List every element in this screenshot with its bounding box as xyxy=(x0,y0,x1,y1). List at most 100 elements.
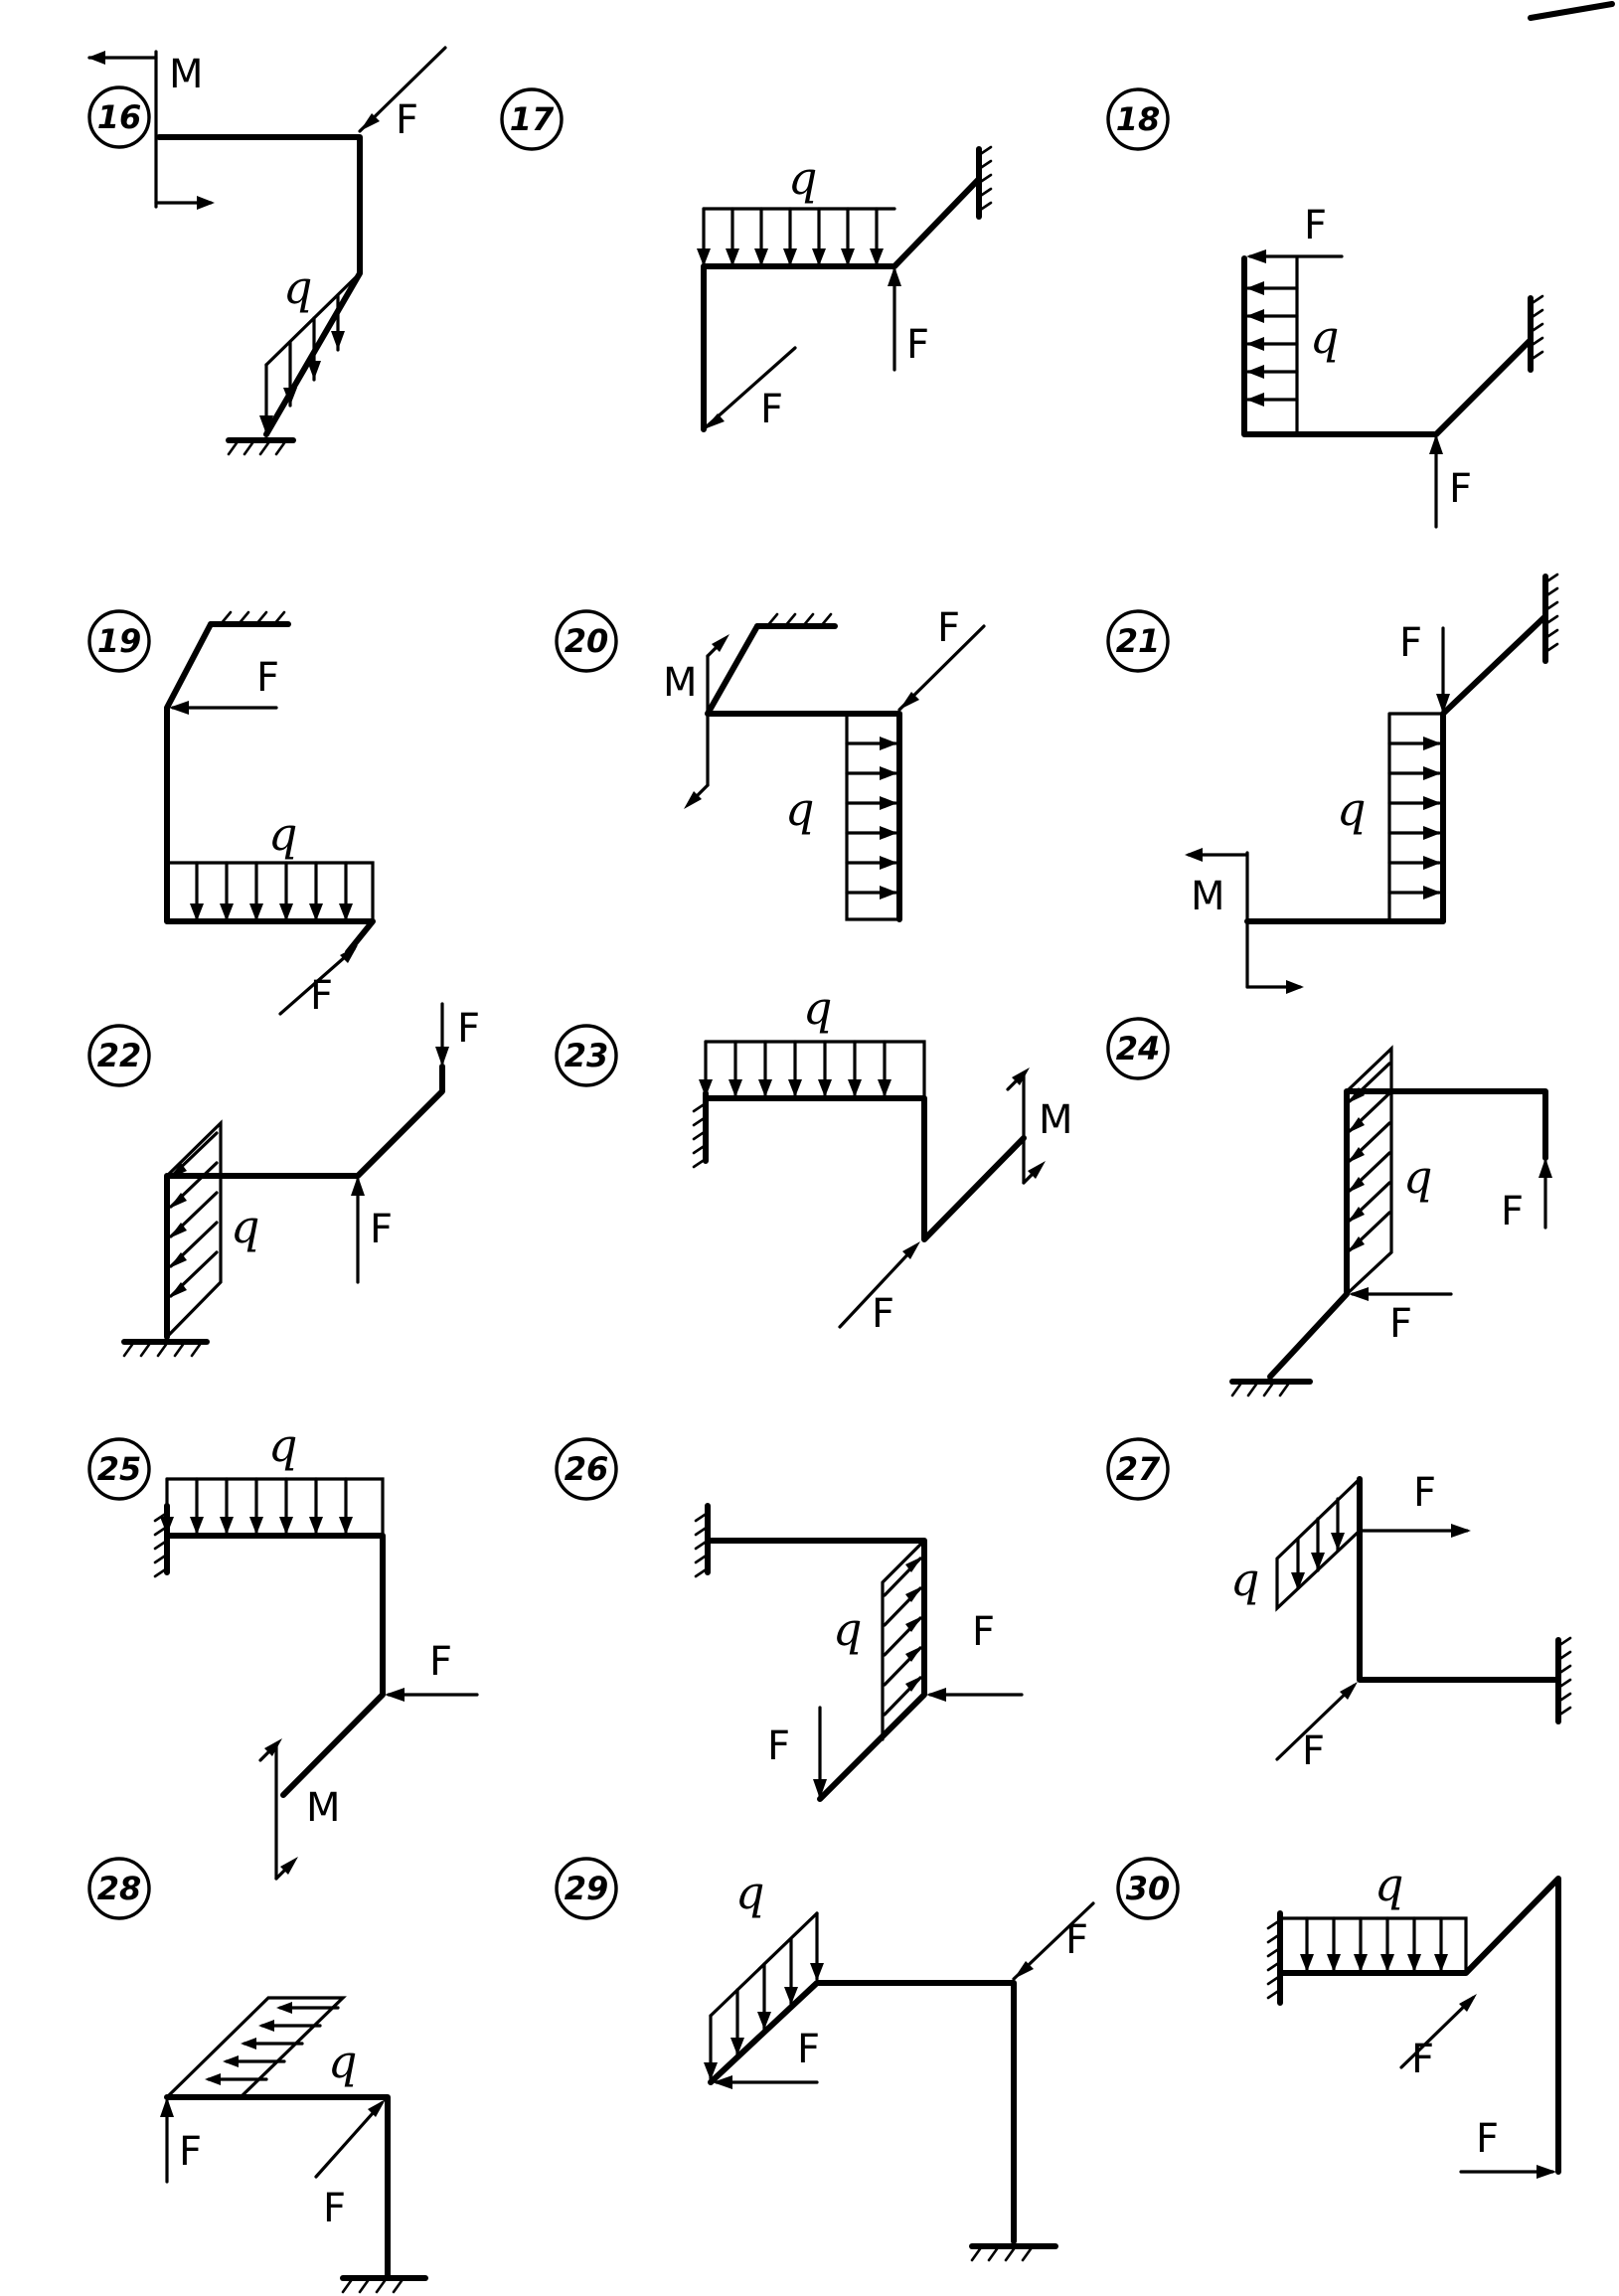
diagram-28: 28 q F F xyxy=(87,1857,428,2294)
label-F: F xyxy=(972,1609,995,1655)
diagram-number-circle xyxy=(87,85,151,149)
label-q: q xyxy=(268,1418,297,1472)
force-arrow xyxy=(314,2101,384,2179)
load-envelope xyxy=(165,1119,223,1339)
label-q: q xyxy=(1403,1150,1432,1204)
ground-hatch xyxy=(122,1340,204,1358)
diagram-30: 30 q F F xyxy=(1116,1857,1561,2179)
label-F: F xyxy=(872,1291,894,1337)
diagram-number-circle xyxy=(87,1437,151,1501)
label-F: F xyxy=(1413,1470,1436,1516)
label-F: F xyxy=(1399,620,1422,666)
label-F: F xyxy=(429,1639,452,1685)
diagram-22: 22 q F F xyxy=(87,1002,480,1358)
load-arrows xyxy=(207,2006,340,2081)
label-q: q xyxy=(1310,310,1339,364)
label-F: F xyxy=(1501,1189,1524,1234)
frame xyxy=(708,1980,1017,2244)
load-arrows xyxy=(883,1557,922,1717)
diagram-19: 19 q F F xyxy=(87,609,376,1019)
label-q: q xyxy=(1337,782,1366,836)
load-arrows xyxy=(264,293,340,436)
label-q: q xyxy=(788,151,817,205)
label-F: F xyxy=(256,655,279,701)
diagram-number: 26 xyxy=(565,1450,609,1488)
frame xyxy=(156,134,363,437)
label-q: q xyxy=(833,1602,862,1656)
ground-hatch xyxy=(227,438,288,456)
load-arrows xyxy=(845,741,897,895)
label-F: F xyxy=(457,1006,480,1052)
label-F: F xyxy=(310,973,333,1019)
diagram-number: 22 xyxy=(97,1037,142,1074)
diagram-number: 23 xyxy=(565,1037,609,1074)
label-F: F xyxy=(937,605,960,651)
diagram-16: 16 q F M xyxy=(87,46,447,456)
frame xyxy=(705,623,902,922)
ground-hatch xyxy=(970,2244,1035,2262)
label-F: F xyxy=(767,1723,790,1769)
load-envelope xyxy=(1345,1045,1393,1296)
frame xyxy=(164,621,376,955)
diagram-number: 16 xyxy=(97,98,142,136)
load-arrows xyxy=(195,861,348,923)
wall-hatch xyxy=(1543,573,1559,654)
wall-hatch xyxy=(692,1101,708,1169)
load-arrows xyxy=(169,1131,219,1298)
diagram-number-circle xyxy=(555,1857,618,1920)
diagram-number-circle xyxy=(87,1024,151,1087)
label-q: q xyxy=(1375,1858,1403,1911)
diagram-27: 27 q F F xyxy=(1106,1437,1572,1774)
load-arrows xyxy=(702,207,879,268)
diagram-number-circle xyxy=(555,1024,618,1087)
label-F: F xyxy=(797,2027,820,2072)
frame xyxy=(703,1090,1027,1242)
ceiling-hatch xyxy=(219,610,286,626)
diagram-number: 25 xyxy=(97,1450,142,1488)
label-F: F xyxy=(1476,2116,1499,2162)
load-envelope xyxy=(704,1040,926,1100)
label-F: F xyxy=(1389,1301,1412,1347)
label-F: F xyxy=(906,322,929,368)
corner-mark xyxy=(1528,1,1615,21)
label-q: q xyxy=(735,1866,764,1919)
diagram-number-circle xyxy=(87,609,151,673)
load-arrows xyxy=(165,1477,348,1534)
label-M: M xyxy=(169,52,204,97)
frame xyxy=(1357,1476,1561,1683)
diagram-number: 18 xyxy=(1116,100,1161,138)
diagram-number: 29 xyxy=(565,1870,609,1907)
load-envelope xyxy=(165,1477,385,1538)
label-F: F xyxy=(396,97,418,143)
force-arrow xyxy=(1399,1996,1475,2069)
diagram-number-circle xyxy=(555,1437,618,1501)
diagram-18: 18 q F F xyxy=(1106,87,1544,529)
load-arrows xyxy=(1305,1916,1443,1971)
diagram-number-circle xyxy=(500,87,564,151)
diagram-number: 27 xyxy=(1116,1450,1161,1488)
diagram-number-circle xyxy=(1106,609,1170,673)
diagram-number-circle xyxy=(87,1857,151,1920)
label-q: q xyxy=(283,260,312,314)
label-q: q xyxy=(268,807,297,861)
force-arrow xyxy=(278,947,356,1016)
wall-hatch xyxy=(694,1511,710,1578)
frame xyxy=(701,176,982,432)
frame xyxy=(1241,255,1534,437)
label-q: q xyxy=(231,1200,259,1253)
label-F: F xyxy=(1449,466,1472,512)
load-arrows xyxy=(704,1040,887,1096)
diagram-20: 20 q F M xyxy=(555,605,986,922)
label-q: q xyxy=(328,2035,357,2088)
label-M: M xyxy=(306,1785,341,1831)
frame xyxy=(1244,613,1548,924)
ground-hatch xyxy=(1230,1380,1292,1397)
diagram-23: 23 q F M xyxy=(555,981,1073,1337)
diagram-number: 30 xyxy=(1126,1870,1171,1907)
diagram-number: 24 xyxy=(1116,1030,1161,1067)
diagram-29: 29 q F F xyxy=(555,1857,1095,2262)
wall-hatch xyxy=(977,145,993,213)
label-F: F xyxy=(1302,1728,1325,1774)
load-envelope xyxy=(845,712,901,921)
